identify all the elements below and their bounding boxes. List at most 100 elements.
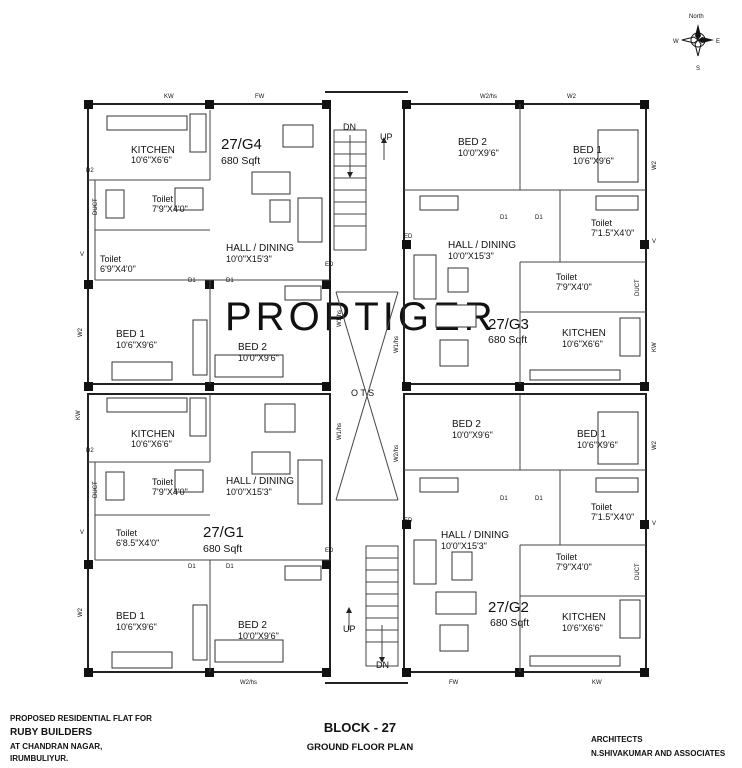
g1-toilet-a-label: Toilet (152, 477, 174, 487)
g4-bed2-label: BED 2 (238, 342, 267, 353)
code-w2-left-1: W2 (78, 327, 84, 337)
g1-bed1-size: 10'6"X9'6" (116, 622, 157, 632)
g3-hall-size: 10'0"X15'3" (448, 251, 494, 261)
g2-bed2-label: BED 2 (452, 419, 481, 430)
g4-kitchen-size: 10'6"X6'6" (131, 155, 172, 165)
g1-bed1-label: BED 1 (116, 611, 145, 622)
g1-area: 680 Sqft (203, 543, 242, 555)
block-title: BLOCK - 27 (323, 720, 397, 735)
g4-bed1-label: BED 1 (116, 329, 145, 340)
g4-bed1-size: 10'6"X9'6" (116, 340, 157, 350)
opening-codes: KW FW W2/hs W2 W2/hs FW KW D2 D2 D1 D1 D… (76, 94, 658, 686)
g3-toilet-a-size: 7'9"X4'0" (556, 282, 592, 292)
project-info: PROPOSED RESIDENTIAL FLAT FOR RUBY BUILD… (10, 712, 152, 763)
g1-hall-label: HALL / DINING (226, 476, 294, 487)
g4-toilet-a-label: Toilet (152, 194, 174, 204)
g2-bed1-size: 10'6"X9'6" (577, 440, 618, 450)
g1-hall-size: 10'0"X15'3" (226, 487, 272, 497)
g4-toilet-b-label: Toilet (100, 254, 122, 264)
staircase-top (333, 129, 387, 251)
g2-hall-label: HALL / DINING (441, 530, 509, 541)
code-v-3: V (80, 530, 84, 536)
g4-hall-label: HALL / DINING (226, 243, 294, 254)
g1-bed2-size: 10'0"X9'6" (238, 631, 279, 641)
code-kw-b: KW (592, 680, 602, 686)
g3-unit-id: 27/G3 (488, 316, 529, 333)
code-w2hs: W2/hs (480, 94, 497, 100)
g2-kitchen-size: 10'6"X6'6" (562, 623, 603, 633)
code-d1-8: D1 (226, 564, 234, 570)
g4-toilet-a-size: 7'9"X4'0" (152, 204, 188, 214)
code-fw-b: FW (449, 680, 459, 686)
code-v-2: V (652, 239, 656, 245)
g3-hall-label: HALL / DINING (448, 240, 516, 251)
code-w2-right-1: W2 (652, 160, 658, 170)
code-d2-1: D2 (86, 168, 94, 174)
g3-kitchen-label: KITCHEN (562, 328, 606, 339)
g3-bed1-size: 10'6"X9'6" (573, 156, 614, 166)
ots-shaft (335, 291, 399, 501)
g4-area: 680 Sqft (221, 155, 260, 167)
g1-toilet-b-size: 6'8.5"X4'0" (116, 538, 159, 548)
g2-bed1-label: BED 1 (577, 429, 606, 440)
g4-toilet-b-size: 6'9"X4'0" (100, 264, 136, 274)
compass-south: S (696, 66, 700, 72)
code-w2-right-2: W2 (652, 440, 658, 450)
code-d1-2: D1 (226, 278, 234, 284)
g3-toilet-b-size: 7'1.5"X4'0" (591, 228, 634, 238)
code-w1hs-3: W1/hs (337, 423, 343, 440)
g1-toilet-b-label: Toilet (116, 528, 138, 538)
g2-toilet-b-label: Toilet (591, 502, 613, 512)
g1-kitchen-label: KITCHEN (131, 429, 175, 440)
code-d1-6: D1 (535, 496, 543, 502)
code-w2hs-side: W2/hs (394, 445, 400, 462)
g4-unit-id: 27/G4 (221, 136, 262, 153)
g2-kitchen-label: KITCHEN (562, 612, 606, 623)
code-kw-side-2: KW (652, 342, 658, 352)
g2-bed2-size: 10'0"X9'6" (452, 430, 493, 440)
code-d1-4: D1 (535, 215, 543, 221)
code-ed-2: ED (404, 234, 413, 240)
g2-toilet-a-size: 7'9"X4'0" (556, 562, 592, 572)
stairs-up-bottom: UP (343, 624, 356, 634)
g4-bed2-size: 10'0"X9'6" (238, 353, 279, 363)
g1-bed2-label: BED 2 (238, 620, 267, 631)
g2-toilet-b-size: 7'1.5"X4'0" (591, 512, 634, 522)
architect-firm: N.SHIVAKUMAR AND ASSOCIATES (591, 749, 726, 758)
code-v-1: V (80, 252, 84, 258)
g4-hall-size: 10'0"X15'3" (226, 254, 272, 264)
code-duct-2: DUCT (635, 279, 641, 296)
compass-icon: North S E W (673, 14, 720, 72)
compass-west: W (673, 39, 679, 45)
code-duct-3: DUCT (93, 481, 99, 498)
code-w2hs-b: W2/hs (240, 680, 257, 686)
project-line-4: IRUMBULIYUR. (10, 754, 69, 763)
stairs-dn-top: DN (343, 122, 356, 132)
g3-toilet-b-label: Toilet (591, 218, 613, 228)
stairs-dn-bottom: DN (376, 660, 389, 670)
unit-g2-interior (404, 394, 646, 672)
g3-bed2-size: 10'0"X9'6" (458, 148, 499, 158)
code-duct-1: DUCT (93, 198, 99, 215)
code-d1-1: D1 (188, 278, 196, 284)
g3-bed2-label: BED 2 (458, 137, 487, 148)
code-d1-5: D1 (500, 496, 508, 502)
stairs-up-top: UP (380, 132, 393, 142)
code-d2-2: D2 (86, 448, 94, 454)
architects-label: ARCHITECTS (591, 735, 643, 744)
code-w2-left-2: W2 (78, 607, 84, 617)
ots-label: O T S (351, 388, 374, 398)
project-line-1: PROPOSED RESIDENTIAL FLAT FOR (10, 714, 152, 723)
code-ed-1: ED (325, 262, 334, 268)
g2-unit-id: 27/G2 (488, 599, 529, 616)
code-v-4: V (652, 521, 656, 527)
code-fw: FW (255, 94, 265, 100)
code-kw: KW (164, 94, 174, 100)
g1-toilet-a-size: 7'9"X4'0" (152, 487, 188, 497)
g4-kitchen-label: KITCHEN (131, 145, 175, 156)
g3-bed1-label: BED 1 (573, 145, 602, 156)
client-name: RUBY BUILDERS (10, 727, 93, 738)
unit-g4-interior (88, 110, 330, 384)
code-d1-3: D1 (500, 215, 508, 221)
